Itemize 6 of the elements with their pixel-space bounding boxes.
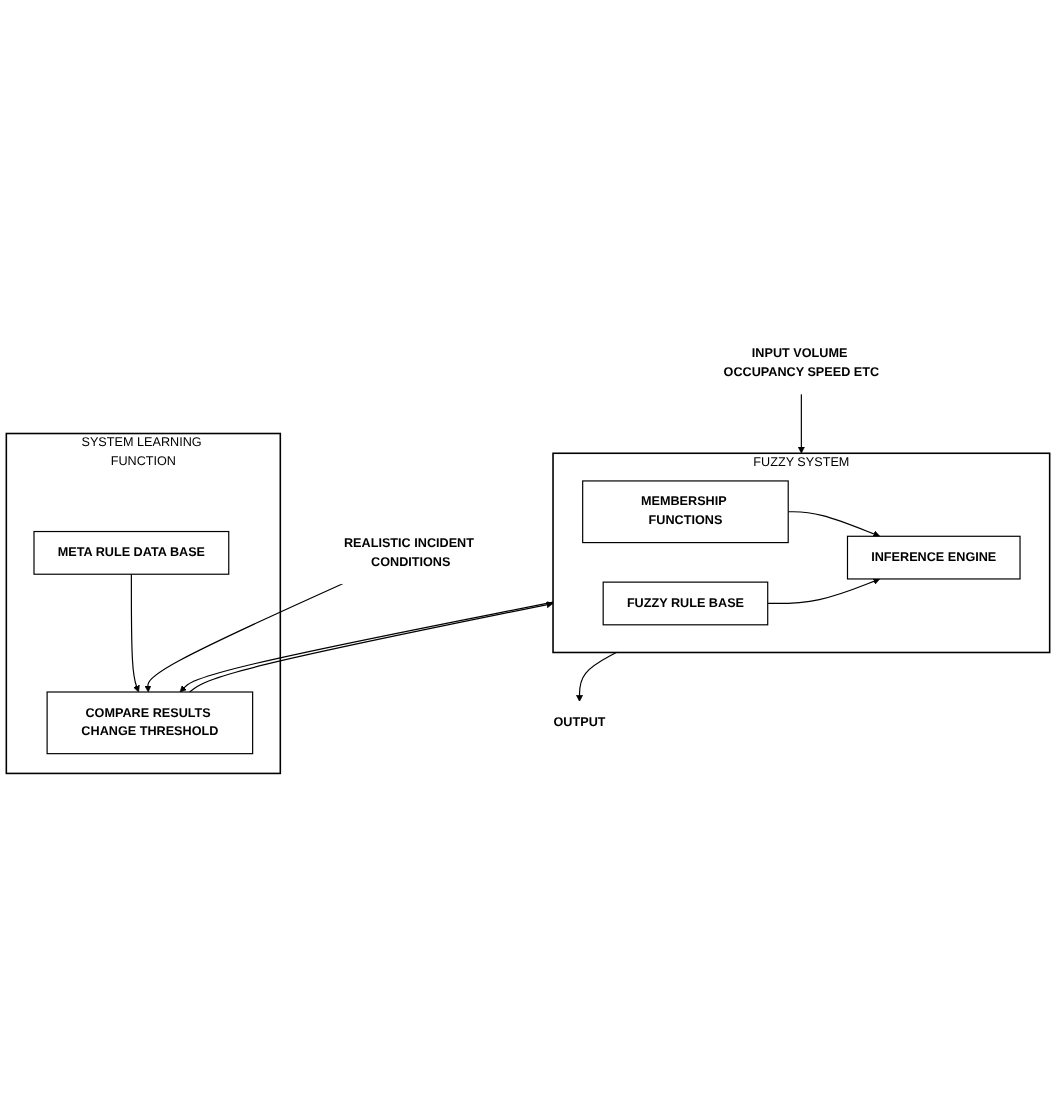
arrow: [767, 577, 881, 604]
arrow: [576, 651, 617, 701]
arrow: [797, 392, 805, 453]
arrow: [787, 510, 881, 537]
arrow: [130, 572, 140, 692]
arrow: [144, 582, 344, 692]
